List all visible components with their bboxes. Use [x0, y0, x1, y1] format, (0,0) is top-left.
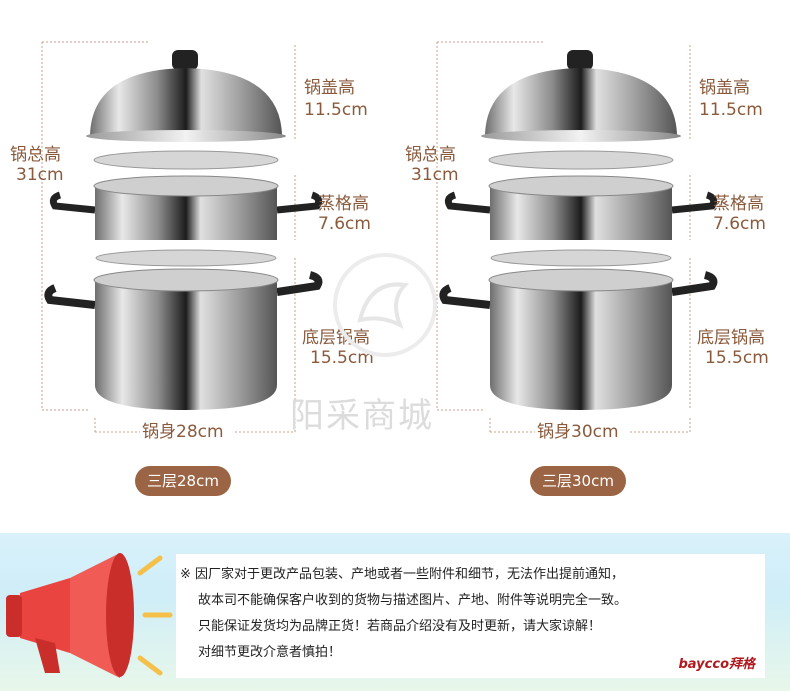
option-badge-28cm[interactable]: 三层28cm	[135, 466, 231, 496]
product-panel-28cm: 锅盖高 11.5cm 锅总高 31cm 蒸格高 7.6cm 底层锅高 15.5c…	[0, 0, 395, 520]
lid-height-value: 11.5cm	[699, 100, 763, 120]
steamer-height-value: 7.6cm	[318, 214, 371, 234]
steamer-height-label: 蒸格高	[318, 194, 369, 214]
lid-height-value: 11.5cm	[304, 100, 368, 120]
lid-height-label: 锅盖高	[699, 78, 750, 98]
notice-line-4: 对细节更改介意者慎拍！	[198, 645, 342, 660]
body-diameter-label: 锅身30cm	[537, 422, 619, 442]
total-height-label: 锅总高	[10, 145, 61, 165]
base-height-value: 15.5cm	[310, 348, 374, 368]
notice-text-box: ※ 因厂家对于更改产品包装、产地或者一些附件和细节，无法作出提前通知， 故本司不…	[176, 554, 765, 678]
megaphone-icon	[6, 553, 173, 678]
total-height-value: 31cm	[16, 165, 64, 185]
notice-line-2: 故本司不能确保客户收到的货物与描述图片、产地、附件等说明完全一致。	[198, 593, 628, 608]
option-badge-30cm[interactable]: 三层30cm	[530, 466, 626, 496]
notice-banner: ※ 因厂家对于更改产品包装、产地或者一些附件和细节，无法作出提前通知， 故本司不…	[0, 533, 790, 691]
watermark-text: 阳采商城	[290, 396, 434, 436]
total-height-label: 锅总高	[405, 145, 456, 165]
notice-line-1: ※ 因厂家对于更改产品包装、产地或者一些附件和细节，无法作出提前通知，	[180, 567, 625, 582]
brand-logo: baycco拜格	[678, 657, 756, 672]
steamer-pot-illustration	[41, 41, 323, 433]
product-panel-30cm: 锅盖高 11.5cm 锅总高 31cm 蒸格高 7.6cm 底层锅高 15.5c…	[395, 0, 790, 520]
body-diameter-label: 锅身28cm	[142, 422, 224, 442]
steamer-pot-illustration	[436, 41, 718, 433]
base-height-value: 15.5cm	[705, 348, 769, 368]
base-height-label: 底层锅高	[697, 328, 765, 348]
notice-line-3: 只能保证发货均为品牌正货！若商品介绍没有及时更新，请大家谅解！	[198, 619, 602, 634]
lid-height-label: 锅盖高	[304, 78, 355, 98]
total-height-value: 31cm	[411, 165, 459, 185]
watermark-logo-icon	[333, 253, 437, 357]
steamer-height-value: 7.6cm	[713, 214, 766, 234]
steamer-height-label: 蒸格高	[713, 194, 764, 214]
